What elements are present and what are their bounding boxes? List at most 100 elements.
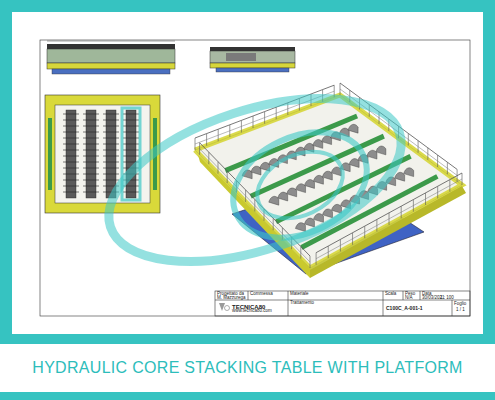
iso-core-plates-part bbox=[295, 223, 305, 232]
iso-core-plates-part bbox=[376, 146, 386, 155]
plan-core-columns-part bbox=[123, 144, 139, 145]
side-elevation-part bbox=[52, 69, 170, 74]
plan-core-columns-part bbox=[123, 120, 139, 121]
iso-core-plates-part bbox=[404, 168, 414, 177]
iso-core-plates-part bbox=[251, 166, 261, 175]
plan-core-columns-part bbox=[103, 150, 119, 151]
drawing-sheet-part bbox=[215, 291, 470, 316]
plan-core-columns-part bbox=[83, 150, 99, 151]
highlight-rings-part bbox=[216, 112, 383, 258]
plan-core-columns-part bbox=[103, 162, 119, 163]
plan-core-columns-part bbox=[103, 126, 119, 127]
side-elevation bbox=[47, 41, 175, 74]
plan-view-part bbox=[48, 118, 52, 190]
plan-view-part bbox=[45, 95, 160, 213]
frame-part bbox=[12, 12, 483, 334]
plan-core-columns-part bbox=[83, 120, 99, 121]
logo-mark-part bbox=[225, 306, 230, 311]
plan-core-columns-part bbox=[83, 168, 99, 169]
plan-core-columns-part bbox=[63, 126, 79, 127]
drawing-sheet-part bbox=[288, 291, 289, 316]
plan-core-columns-part bbox=[66, 110, 76, 198]
plan-view-part bbox=[55, 105, 150, 203]
plan-core-columns-part bbox=[103, 120, 119, 121]
frame bbox=[0, 12, 495, 392]
iso-core-plates-part bbox=[313, 140, 323, 149]
iso-core-plates-part bbox=[304, 180, 314, 189]
plan-core-columns-part bbox=[103, 174, 119, 175]
plan-core-columns-part bbox=[63, 162, 79, 163]
plan-core-columns-part bbox=[63, 150, 79, 151]
plan-core-columns-part bbox=[123, 126, 139, 127]
side-elevation-part bbox=[47, 44, 175, 49]
drawing-sheet-part bbox=[403, 291, 404, 300]
frame-part bbox=[0, 344, 495, 392]
plan-core-columns-part bbox=[103, 180, 119, 181]
drawing-sheet-part bbox=[248, 291, 249, 300]
front-elevation-part bbox=[226, 53, 256, 61]
iso-core-plates-part bbox=[332, 204, 342, 213]
iso-core-plates-part bbox=[348, 124, 358, 133]
plan-view bbox=[45, 95, 160, 213]
drawing-sheet-part bbox=[420, 291, 421, 300]
title-block-value: C100C_A-001-1 bbox=[386, 306, 422, 312]
iso-core-plates-part bbox=[313, 214, 323, 223]
iso-core-plates-part bbox=[322, 136, 332, 145]
plan-core-columns-part bbox=[63, 144, 79, 145]
plan-core-columns-part bbox=[106, 110, 116, 198]
front-elevation-part bbox=[216, 68, 289, 72]
plan-core-columns-part bbox=[103, 132, 119, 133]
iso-deck-part bbox=[195, 95, 462, 268]
plan-core-columns-part bbox=[83, 126, 99, 127]
plan-core-columns-part bbox=[126, 110, 136, 198]
plan-core-columns-part bbox=[83, 144, 99, 145]
plan-core-columns-part bbox=[83, 132, 99, 133]
title-block-value: 30/03/2021 bbox=[422, 296, 445, 301]
iso-core-plates-part bbox=[269, 196, 279, 205]
title-block-field: Trattamento bbox=[290, 301, 314, 306]
side-elevation-part bbox=[47, 63, 175, 69]
iso-core-plates-part bbox=[367, 150, 377, 159]
plan-core-columns-part bbox=[83, 180, 99, 181]
plan-core-columns-part bbox=[103, 144, 119, 145]
plan-core-columns-part bbox=[83, 186, 99, 187]
plan-core-columns-part bbox=[63, 186, 79, 187]
plan-core-columns-part bbox=[63, 156, 79, 157]
plan-core-columns-part bbox=[123, 114, 139, 115]
plan-core-columns-part bbox=[63, 192, 79, 193]
iso-core-plates-part bbox=[304, 218, 314, 227]
side-elevation-part bbox=[47, 49, 175, 63]
iso-core-plates-part bbox=[395, 172, 405, 181]
iso-core-plates-part bbox=[313, 175, 323, 184]
plan-core-columns-part bbox=[103, 168, 119, 169]
plan-core-columns-part bbox=[103, 156, 119, 157]
title-block-value: M. Mazzurega bbox=[217, 296, 246, 301]
highlight-rings-part bbox=[89, 66, 421, 293]
plan-core-columns-part bbox=[63, 120, 79, 121]
logo-mark-part bbox=[219, 303, 225, 311]
plan-core-columns bbox=[63, 110, 139, 198]
plan-core-columns-part bbox=[86, 110, 96, 198]
plan-core-columns-part bbox=[83, 174, 99, 175]
title-block-value: 1 / 1 bbox=[456, 308, 465, 313]
plan-core-columns-part bbox=[63, 168, 79, 169]
drawing-sheet-part bbox=[383, 291, 384, 316]
plan-core-columns-part bbox=[63, 180, 79, 181]
title-block-field: Foglio bbox=[454, 302, 466, 307]
iso-core-plates-part bbox=[322, 209, 332, 218]
drawing-sheet-part bbox=[40, 40, 470, 316]
plan-core-columns-part bbox=[63, 174, 79, 175]
title-block-field: Materiale bbox=[290, 292, 309, 297]
iso-core-plates-part bbox=[349, 159, 359, 168]
plan-core-columns-part bbox=[83, 156, 99, 157]
plan-core-columns-part bbox=[123, 138, 139, 139]
plan-core-columns-part bbox=[83, 138, 99, 139]
logo-mark bbox=[219, 303, 230, 311]
plan-core-columns-part bbox=[63, 138, 79, 139]
iso-railing-part bbox=[316, 173, 462, 253]
plan-core-columns-part bbox=[83, 162, 99, 163]
iso-core-plates-part bbox=[296, 184, 306, 193]
title-block-field: Scala bbox=[385, 292, 396, 297]
